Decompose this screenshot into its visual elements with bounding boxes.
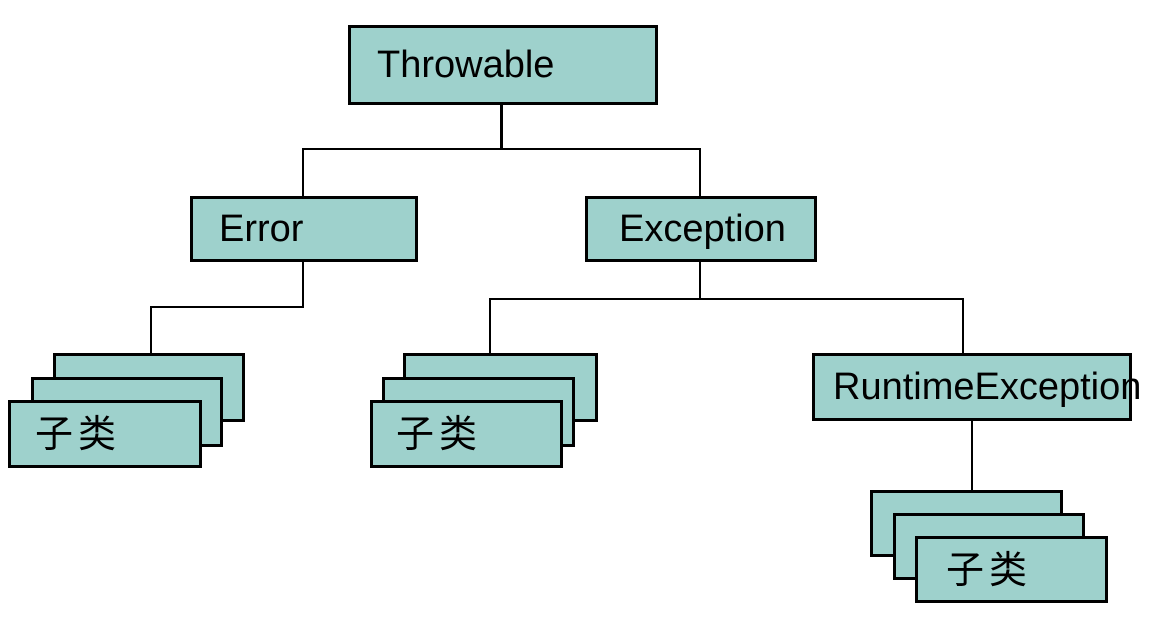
node-runtime-exception: RuntimeException: [812, 353, 1141, 421]
connector-exception-elbow-horizontal: [489, 298, 964, 300]
stack-exception-subclasses-front: 子类: [370, 400, 563, 468]
connector-error-trunk: [302, 262, 304, 308]
connector-exception-drop: [699, 148, 701, 196]
node-throwable-label: Throwable: [377, 44, 555, 86]
connector-exception-subclasses-drop: [489, 298, 491, 353]
error-subclasses-label: 子类: [35, 412, 122, 456]
connector-throwable-trunk: [500, 105, 503, 150]
connector-error-subclasses-drop: [150, 306, 152, 353]
node-throwable: Throwable: [348, 25, 658, 105]
node-exception-label: Exception: [619, 208, 786, 250]
connector-error-drop: [302, 148, 304, 196]
connector-level1-horizontal: [302, 148, 701, 150]
runtime-subclasses-label: 子类: [946, 547, 1033, 592]
connector-runtime-subclasses-drop: [971, 420, 973, 490]
node-error: Error: [190, 196, 418, 262]
stack-error-subclasses-front: 子类: [8, 400, 202, 468]
node-error-label: Error: [219, 208, 304, 250]
node-exception: Exception: [585, 196, 817, 262]
node-runtime-exception-label: RuntimeException: [833, 366, 1142, 408]
stack-runtime-subclasses-front: 子类: [915, 536, 1108, 603]
connector-error-elbow-horizontal: [150, 306, 304, 308]
connector-exception-trunk: [699, 262, 701, 300]
connector-runtime-exception-drop: [962, 298, 964, 353]
exception-subclasses-label: 子类: [396, 412, 483, 456]
